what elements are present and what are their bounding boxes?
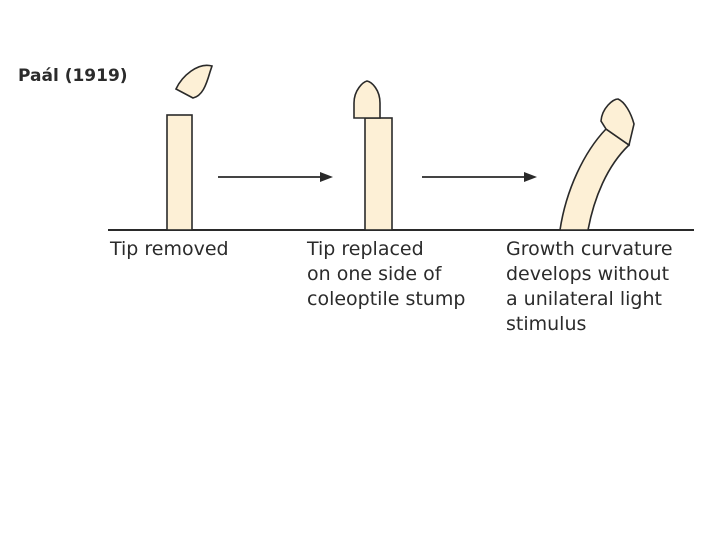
coleoptile-stump-1 xyxy=(167,115,192,230)
coleoptile-stump-2 xyxy=(365,118,392,230)
caption-line: stimulus xyxy=(506,312,673,337)
caption-line: a unilateral light xyxy=(506,287,673,312)
caption-line: Growth curvature xyxy=(506,237,673,262)
curved-coleoptile xyxy=(560,129,629,230)
replaced-tip xyxy=(354,81,380,118)
removed-tip xyxy=(176,65,212,98)
caption-line: on one side of xyxy=(307,262,465,287)
caption-growth-curvature: Growth curvature develops without a unil… xyxy=(506,237,673,337)
caption-line: develops without xyxy=(506,262,673,287)
arrow-1-head xyxy=(320,172,333,182)
caption-tip-replaced: Tip replaced on one side of coleoptile s… xyxy=(307,237,465,312)
caption-line: Tip removed xyxy=(110,237,229,262)
caption-line: Tip replaced xyxy=(307,237,465,262)
figure-title: Paál (1919) xyxy=(18,66,128,86)
caption-line: coleoptile stump xyxy=(307,287,465,312)
arrow-2-head xyxy=(524,172,537,182)
caption-tip-removed: Tip removed xyxy=(110,237,229,262)
